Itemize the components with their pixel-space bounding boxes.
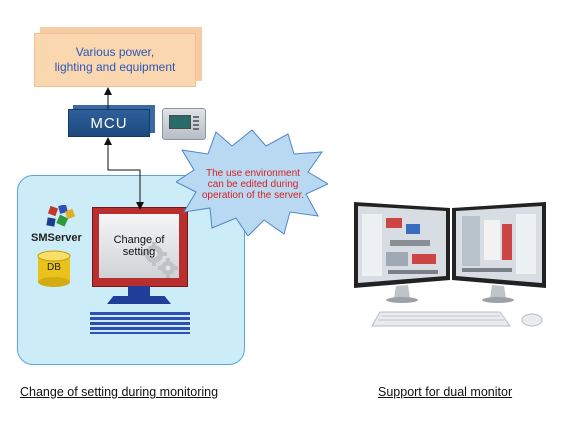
- monitor-label-line1: Change of: [113, 234, 165, 246]
- db-label: DB: [47, 262, 61, 273]
- keyboard-icon: [90, 312, 190, 334]
- equipment-label-line1: Various power,: [75, 45, 155, 59]
- smserver-label: SMServer: [31, 232, 82, 244]
- database-icon: [37, 250, 71, 287]
- smserver-icon: [46, 205, 76, 227]
- left-monitor: [354, 202, 450, 303]
- callout-line2: can be edited during: [207, 179, 299, 190]
- dual-monitor-illustration: [354, 202, 546, 327]
- callout-text: The use environment can be edited during…: [194, 168, 312, 201]
- monitor-label: Change of setting: [99, 234, 179, 258]
- monitor-stand-neck: [128, 286, 150, 296]
- mcu-box: MCU: [68, 109, 150, 137]
- equipment-box: Various power, lighting and equipment: [34, 33, 196, 87]
- callout-line1: The use environment: [206, 168, 300, 179]
- keyboard-and-mouse-icon: [371, 311, 543, 327]
- mcu-device-icon: [162, 108, 206, 140]
- callout-burst: [176, 129, 328, 236]
- right-monitor: [452, 202, 546, 303]
- gear-icon: [141, 242, 178, 278]
- caption-setting-change: Change of setting during monitoring: [20, 385, 219, 399]
- caption-dual-monitor: Support for dual monitor: [378, 385, 513, 399]
- mcu-label: MCU: [90, 114, 128, 132]
- monitor-stand-base: [107, 296, 171, 304]
- callout-line3: operation of the server.: [201, 190, 305, 201]
- equipment-label: Various power, lighting and equipment: [55, 45, 176, 75]
- equipment-label-line2: lighting and equipment: [54, 60, 176, 74]
- device-buttons: [193, 116, 199, 130]
- monitor-label-line2: setting: [122, 246, 156, 258]
- device-screen: [169, 115, 191, 129]
